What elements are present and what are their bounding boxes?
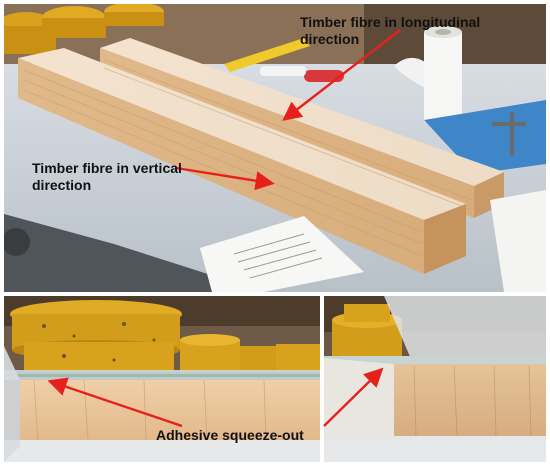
label-vertical: Timber fibre in vertical direction <box>32 160 182 194</box>
label-adhesive: Adhesive squeeze-out <box>156 427 304 443</box>
label-longitudinal-line1: Timber fibre in longitudinal <box>300 14 481 30</box>
label-longitudinal-line2: direction <box>300 31 360 47</box>
photo-timber-beams <box>4 4 546 292</box>
label-vertical-line2: direction <box>32 177 92 193</box>
label-longitudinal: Timber fibre in longitudinal direction <box>300 14 480 48</box>
label-vertical-line1: Timber fibre in vertical <box>32 160 182 176</box>
photo-adhesive-right <box>324 296 546 462</box>
photo-adhesive-left <box>4 296 320 462</box>
